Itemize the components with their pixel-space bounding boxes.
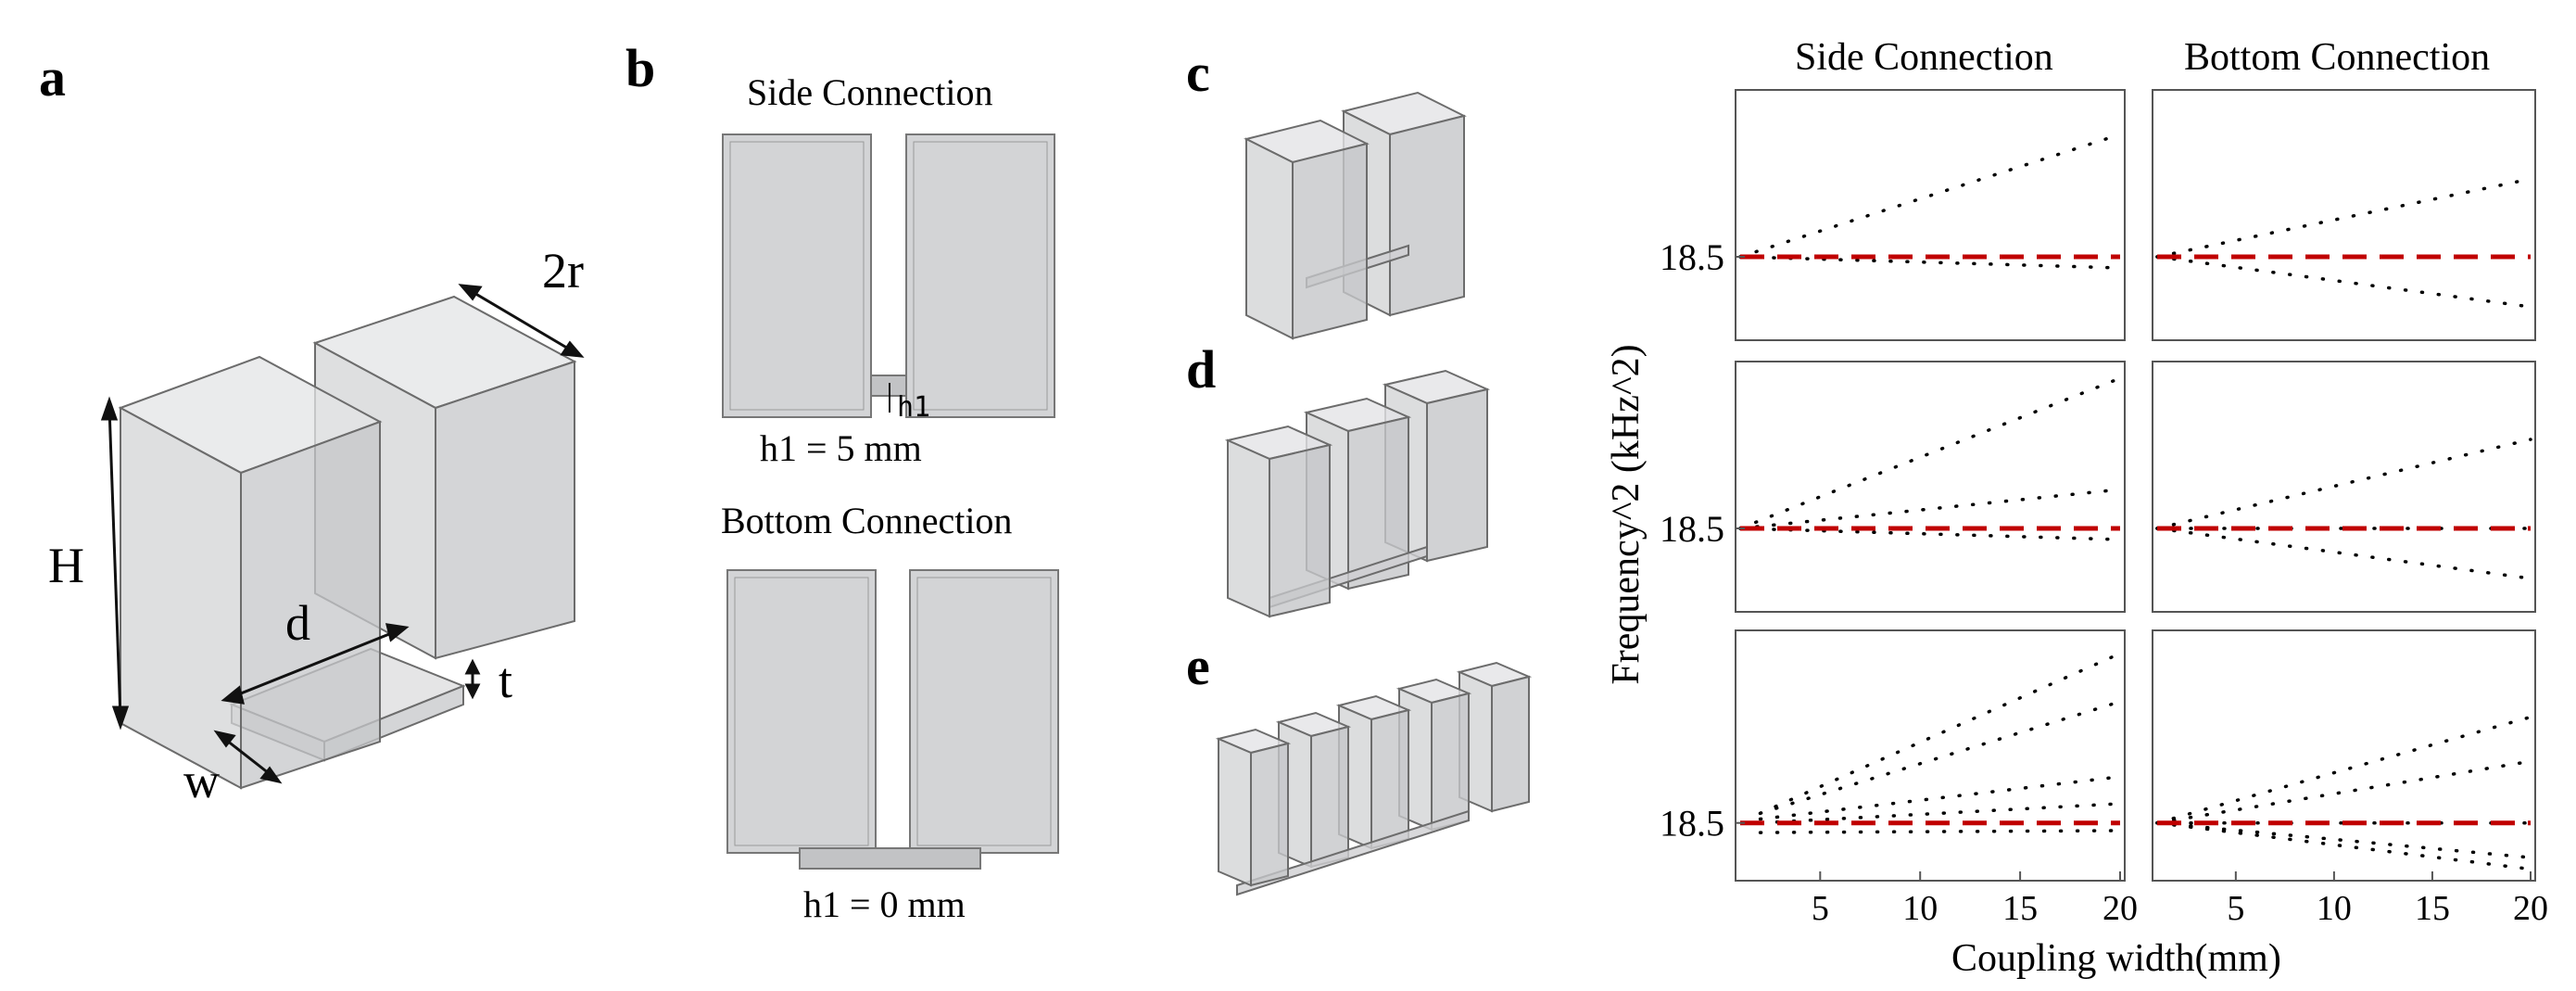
mode-series-r3-bottom-5: [2155, 820, 2532, 871]
mode-series-r3-side-5: [1758, 829, 2122, 834]
panel-label-b: b: [625, 38, 656, 98]
dim-label-H: H: [48, 538, 84, 593]
resonator-geometry-3d: H 2r d t w: [48, 243, 585, 808]
x-tick-label-r3-bottom-10: 10: [2317, 889, 2352, 928]
x-tick-label-r3-bottom-15: 15: [2415, 889, 2450, 928]
mode-series-r2-side-2: [1738, 488, 2122, 530]
panel-label-d: d: [1186, 339, 1217, 400]
mode-series-r3-side-4: [1758, 802, 2122, 825]
x-tick-label-r3-side-20: 20: [2102, 889, 2138, 928]
five-resonator-array: [1215, 661, 1533, 896]
y-tick-label-r2-side: 18.5: [1660, 508, 1724, 550]
mode-series-r2-bottom-3: [2155, 527, 2532, 580]
x-tick-label-r3-bottom-5: 5: [2227, 889, 2244, 928]
plot-frame-r1-side: [1735, 89, 2126, 341]
dim-label-d: d: [285, 595, 310, 651]
bottom-connection-caption: h1 = 0 mm: [803, 883, 966, 925]
two-resonator-array: [1244, 91, 1467, 340]
dim-label-t: t: [499, 653, 512, 708]
side-connection-caption: h1 = 5 mm: [760, 427, 922, 469]
h1-marker: h1: [897, 391, 930, 424]
plot-frame-r2-bottom: [2152, 361, 2536, 613]
dim-label-w: w: [183, 753, 220, 808]
col-title-bottom: Bottom Connection: [2184, 36, 2491, 79]
plot-frame-r1-bottom: [2152, 89, 2536, 341]
side-connection-cross-section: h1: [722, 133, 1055, 424]
bottom-connection-cross-section: [726, 569, 1059, 870]
panel-label-a: a: [39, 47, 66, 108]
panel-label-e: e: [1186, 636, 1210, 696]
plot-frame-r3-side: [1735, 629, 2126, 882]
y-tick-label-r3-side: 18.5: [1660, 803, 1724, 845]
mode-series-r1-bottom-1: [2155, 177, 2532, 259]
panel-label-c: c: [1186, 43, 1210, 103]
mode-series-r1-side-2: [1738, 255, 2122, 270]
x-axis-label: Coupling width(mm): [1951, 937, 2281, 980]
plot-frame-r3-bottom: [2152, 629, 2536, 882]
x-tick-label-r3-side-10: 10: [1902, 889, 1938, 928]
plot-frame-r2-side: [1735, 361, 2126, 613]
mode-series-r3-bottom-2: [2155, 759, 2532, 825]
x-tick-label-r3-bottom-20: 20: [2513, 889, 2548, 928]
side-connection-title: Side Connection: [747, 71, 993, 113]
mode-series-r3-bottom-4: [2155, 820, 2532, 859]
dim-label-2r: 2r: [542, 243, 584, 299]
three-resonator-array: [1224, 369, 1491, 618]
mode-series-r2-bottom-1: [2155, 438, 2532, 530]
mode-series-r1-bottom-2: [2155, 255, 2532, 309]
col-title-side: Side Connection: [1795, 36, 2053, 79]
mode-series-r2-side-3: [1738, 527, 2122, 541]
mode-series-r2-side-1: [1738, 376, 2122, 530]
x-tick-label-r3-side-5: 5: [1812, 889, 1829, 928]
mode-series-r3-side-2: [1758, 700, 2122, 816]
bottom-connection-title: Bottom Connection: [721, 500, 1013, 541]
x-tick-label-r3-side-15: 15: [2002, 889, 2038, 928]
mode-series-r3-side-3: [1758, 775, 2122, 821]
y-tick-label-r1-side: 18.5: [1660, 236, 1724, 278]
mode-series-r1-side-1: [1738, 133, 2122, 259]
mode-series-r3-side-1: [1758, 652, 2122, 816]
mode-series-r3-bottom-1: [2155, 715, 2532, 825]
